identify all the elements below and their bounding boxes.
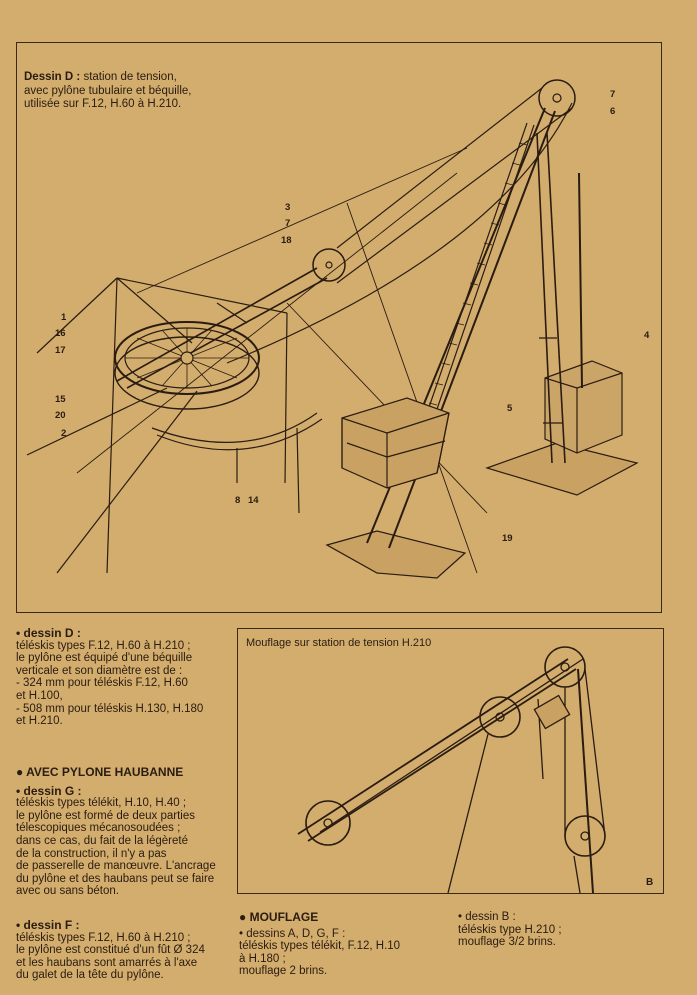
section-pylone-haubanne: ● AVEC PYLONE HAUBANNE	[16, 765, 184, 779]
label-18: 18	[281, 235, 292, 246]
section-mouflage: ● MOUFLAGE	[239, 910, 319, 924]
right-column: • dessin B : téléskis type H.210 ; moufl…	[458, 911, 658, 949]
label-16: 16	[55, 328, 66, 339]
dessin-f-line: et les haubans sont amarrés à l'axe	[16, 956, 198, 969]
left-column-dessin-f: • dessin F : téléskis types F.12, H.60 à…	[16, 919, 236, 982]
middle-pulley-b	[479, 696, 521, 738]
dessin-b-line: mouflage 3/2 brins.	[458, 936, 556, 949]
label-19: 19	[502, 533, 513, 544]
figure-d-frame: Dessin D : station de tension, avec pylô…	[16, 42, 662, 613]
top-pulley	[538, 79, 576, 117]
figure-b-caption: Mouflage sur station de tension H.210	[246, 637, 432, 649]
label-14: 14	[248, 495, 259, 506]
dessin-d-line: et H.210.	[16, 715, 63, 728]
dessin-d-line: et H.100,	[16, 689, 63, 702]
dessin-d-heading: • dessin D :	[16, 626, 81, 640]
dessin-g-line: le pylône est formé de deux parties	[16, 809, 195, 822]
figure-d-caption-line-3: utilisée sur F.12, H.60 à H.210.	[24, 98, 182, 110]
dessin-d-line: le pylône est équipé d'une béquille	[16, 652, 193, 665]
dessin-d-line: - 508 mm pour téléskis H.130, H.180	[16, 702, 204, 715]
dessin-g-line: de passerelle de manœuvre. L'ancrage	[16, 860, 216, 873]
counterweight-block	[544, 360, 623, 454]
dessin-g-heading: • dessin G :	[16, 783, 82, 798]
dessin-f-heading: • dessin F :	[16, 918, 80, 932]
label-5: 5	[507, 403, 513, 414]
label-1: 1	[61, 312, 67, 323]
label-4: 4	[644, 330, 650, 341]
dessin-f-line: le pylône est constitué d'un fût Ø 324	[16, 944, 205, 957]
dessin-g-line: dans ce cas, du fait de la légèreté	[16, 834, 188, 847]
mouflage-line: à H.180 ;	[239, 952, 286, 965]
label-17: 17	[55, 345, 66, 356]
dessin-g-line: du pylône et des haubans peut se faire	[16, 872, 215, 885]
dessin-f-line: du galet de la tête du pylône.	[16, 969, 164, 982]
mouflage-drawing	[297, 646, 606, 893]
dessin-b-line: • dessin B :	[458, 911, 516, 923]
label-8: 8	[235, 495, 241, 506]
dessin-g-line: téléskis types télékit, H.10, H.40 ;	[16, 797, 187, 810]
tension-station-drawing	[26, 79, 639, 579]
lower-left-pulley	[305, 800, 351, 846]
dessin-d-line: - 324 mm pour téléskis F.12, H.60	[16, 677, 188, 690]
label-6: 6	[610, 106, 616, 117]
figure-b-letter: B	[646, 877, 654, 888]
hanging-pulley	[564, 815, 606, 857]
dessin-d-line: verticale et son diamètre est de :	[16, 664, 183, 677]
return-wheel	[114, 321, 260, 395]
figure-d-caption: Dessin D : station de tension, avec pylô…	[24, 71, 192, 112]
middle-pulley	[312, 248, 346, 282]
dessin-g-line: télescopiques mécanosoudées ;	[16, 822, 181, 835]
label-20: 20	[55, 410, 66, 421]
label-15: 15	[55, 394, 66, 405]
label-2: 2	[61, 428, 67, 439]
pylon-base-plate	[325, 530, 467, 579]
work-basket	[341, 397, 450, 489]
left-column: • dessin D : téléskis types F.12, H.60 à…	[16, 627, 236, 728]
dessin-f-line: téléskis types F.12, H.60 à H.210 ;	[16, 931, 191, 944]
dessin-b-line: téléskis type H.210 ;	[458, 923, 562, 936]
dessin-g-line: avec ou sans béton.	[16, 885, 119, 898]
middle-column: ● MOUFLAGE • dessins A, D, G, F : télésk…	[239, 911, 439, 978]
figure-b-frame: Mouflage sur station de tension H.210	[237, 628, 664, 894]
label-7-top: 7	[610, 89, 616, 100]
figure-d-caption-title: Dessin D :	[24, 71, 81, 83]
label-7-middle: 7	[285, 218, 291, 229]
counterweight-base-plate	[485, 442, 639, 496]
mouflage-line: • dessins A, D, G, F :	[239, 927, 346, 940]
mouflage-line: mouflage 2 brins.	[239, 965, 328, 978]
label-3: 3	[285, 202, 291, 213]
figure-d-caption-line-1: station de tension,	[80, 71, 177, 83]
mouflage-line: téléskis types télékit, F.12, H.10	[239, 940, 401, 953]
dessin-g-line: de la construction, il n'y a pas	[16, 847, 167, 860]
dessin-d-line: téléskis types F.12, H.60 à H.210 ;	[16, 639, 191, 652]
left-column-haubanne: ● AVEC PYLONE HAUBANNE • dessin G : télé…	[16, 766, 236, 898]
figure-d-caption-line-2: avec pylône tubulaire et béquille,	[24, 84, 192, 97]
